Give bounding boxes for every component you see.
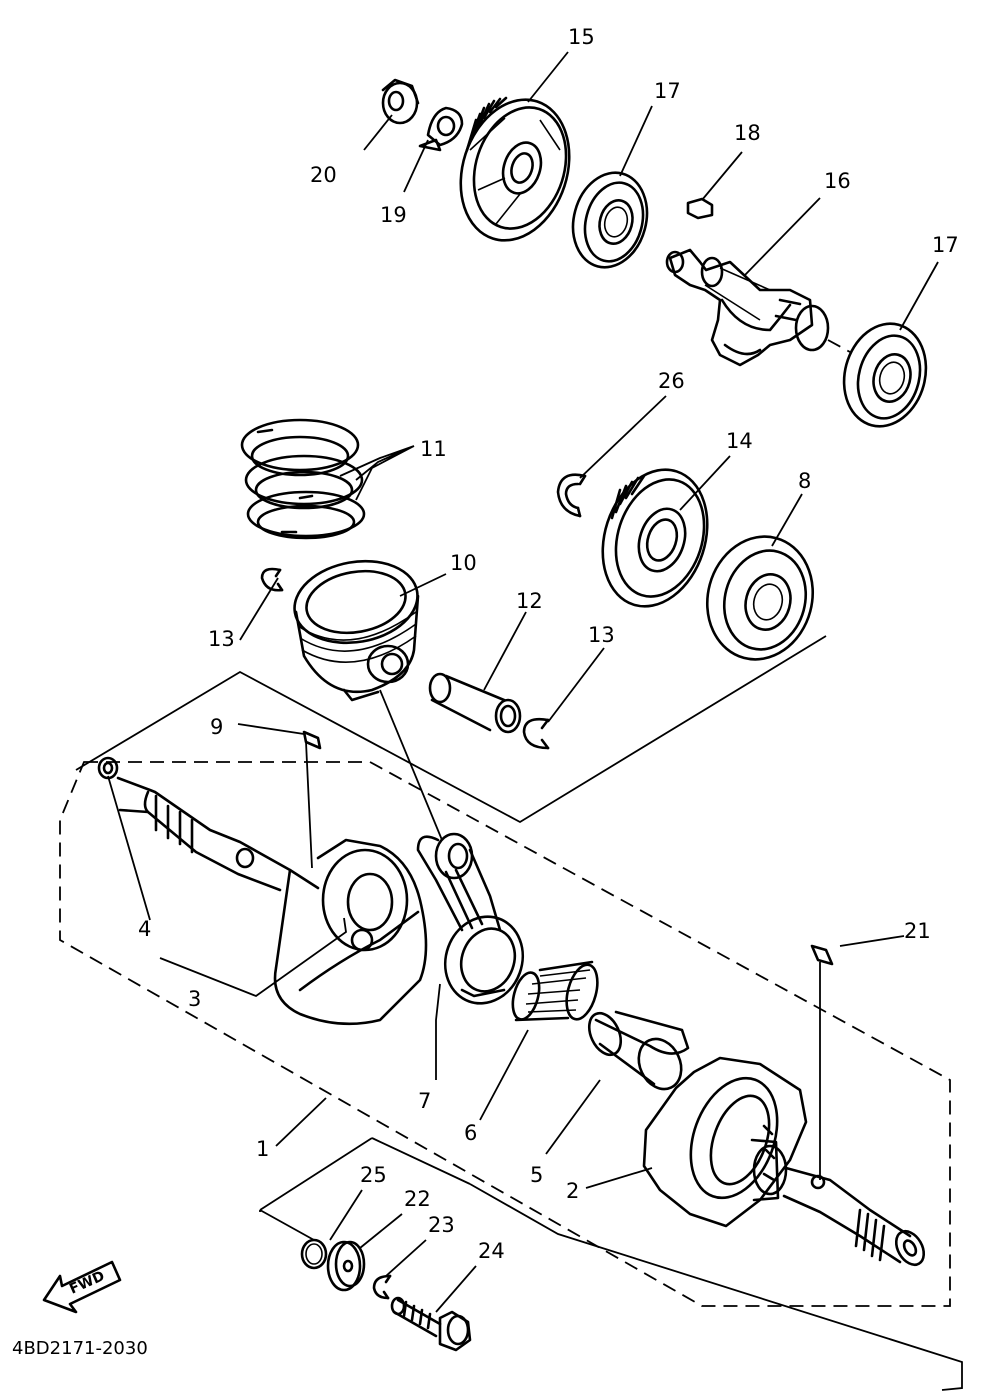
- plug-4: [97, 756, 119, 780]
- piston-group-outline: [75, 635, 827, 824]
- gear-15: [459, 96, 571, 242]
- callout-9: 9: [210, 715, 223, 739]
- callout-18: 18: [734, 121, 761, 145]
- callout-17a: 17: [654, 79, 681, 103]
- bearing-8: [705, 535, 815, 661]
- callout-26: 26: [658, 369, 685, 393]
- callout-17b: 17: [932, 233, 959, 257]
- callout-25: 25: [360, 1163, 387, 1187]
- connecting-rod-7: [416, 832, 525, 1005]
- key-9: [302, 730, 322, 750]
- o-ring-25: [300, 1238, 328, 1270]
- callout-12: 12: [516, 589, 543, 613]
- callout-2: 2: [566, 1179, 579, 1203]
- callout-labels: 1 2 3 4 5 6 7 8 9 10 11 12 13 13 14 15 1…: [138, 25, 959, 1263]
- callout-14: 14: [726, 429, 753, 453]
- crank-3: [116, 776, 428, 1026]
- fwd-arrow-icon: FWD: [42, 1260, 122, 1314]
- gear-14: [601, 468, 709, 608]
- callout-15: 15: [568, 25, 595, 49]
- callout-20: 20: [310, 163, 337, 187]
- lock-washer-19: [418, 106, 464, 152]
- piston-pin-clip-13b: [522, 717, 550, 750]
- callout-8: 8: [798, 469, 811, 493]
- callout-23: 23: [428, 1213, 455, 1237]
- bolt-24: [390, 1296, 472, 1352]
- bearing-17b: [842, 322, 928, 428]
- piston-pin-12: [428, 672, 522, 734]
- callout-5: 5: [530, 1163, 543, 1187]
- callout-13b: 13: [588, 623, 615, 647]
- piston-pin-clip-13a: [260, 567, 284, 592]
- bearing-17a: [571, 171, 649, 269]
- callout-22: 22: [404, 1187, 431, 1211]
- needle-bearing-6: [511, 960, 599, 1022]
- key-21: [810, 944, 834, 966]
- key-18: [686, 197, 714, 220]
- callout-16: 16: [824, 169, 851, 193]
- callout-6: 6: [464, 1121, 477, 1145]
- crank-pin-5: [587, 1010, 690, 1091]
- piston-ring-set-11: [240, 418, 366, 540]
- callout-1: 1: [256, 1137, 269, 1161]
- callout-7: 7: [418, 1089, 431, 1113]
- nut-20: [381, 78, 420, 125]
- circlip-23: [372, 1274, 392, 1300]
- callout-24: 24: [478, 1239, 505, 1263]
- circlip-26: [556, 473, 587, 518]
- crankshaft-assembly-outline: [59, 761, 951, 1307]
- crank-2: [642, 1056, 926, 1267]
- callout-19: 19: [380, 203, 407, 227]
- washer-22: [326, 1240, 366, 1292]
- callout-13a: 13: [208, 627, 235, 651]
- leader-lines: [107, 51, 939, 1313]
- diagram-code: 4BD2171-2030: [12, 1338, 148, 1359]
- callout-11: 11: [420, 437, 447, 461]
- bottom-group-outline: [259, 1137, 471, 1241]
- callout-10: 10: [450, 551, 477, 575]
- callout-3: 3: [188, 987, 201, 1011]
- piston-10: [293, 559, 420, 702]
- balancer-shaft-16: [665, 248, 830, 367]
- callout-4: 4: [138, 917, 151, 941]
- callout-21: 21: [904, 919, 931, 943]
